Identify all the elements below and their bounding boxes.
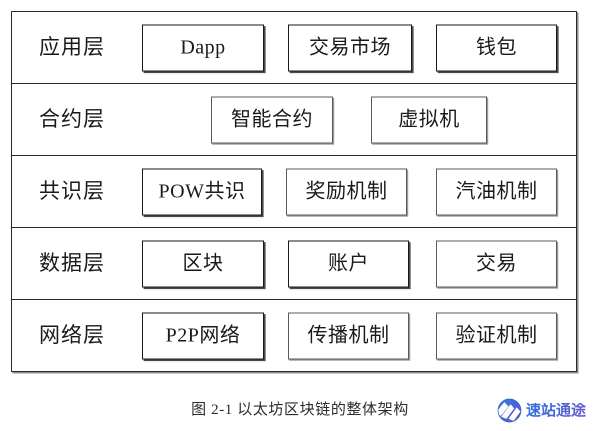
layer-modules-application: Dapp 交易市场 钱包 — [132, 12, 576, 83]
layer-modules-consensus: POW共识 奖励机制 汽油机制 — [132, 156, 576, 227]
module-box-propagation-mechanism[interactable]: 传播机制 — [288, 312, 409, 359]
module-box-verification-mechanism[interactable]: 验证机制 — [436, 312, 557, 359]
module-box-dapp[interactable]: Dapp — [142, 24, 264, 71]
watermark: 速站通途 — [497, 398, 586, 423]
layer-label-consensus: 共识层 — [39, 179, 105, 203]
module-box-p2p-network[interactable]: P2P网络 — [142, 312, 264, 359]
module-box-exchange-market[interactable]: 交易市场 — [288, 24, 412, 71]
module-box-reward-mechanism[interactable]: 奖励机制 — [286, 168, 407, 215]
architecture-diagram: 应用层 Dapp 交易市场 钱包 合约层 智能合约 虚拟机 共识层 POW共识 … — [11, 11, 577, 372]
module-box-wallet[interactable]: 钱包 — [436, 24, 557, 71]
wave-circle-logo-icon — [497, 398, 522, 423]
layer-label-network: 网络层 — [39, 323, 105, 347]
layer-row-network: 网络层 P2P网络 传播机制 验证机制 — [12, 300, 576, 371]
layer-row-contract: 合约层 智能合约 虚拟机 — [12, 84, 576, 156]
module-box-gas-mechanism[interactable]: 汽油机制 — [436, 168, 557, 215]
layer-row-data: 数据层 区块 账户 交易 — [12, 228, 576, 300]
watermark-text: 速站通途 — [526, 402, 587, 419]
module-box-pow-consensus[interactable]: POW共识 — [142, 168, 262, 215]
layer-row-application: 应用层 Dapp 交易市场 钱包 — [12, 12, 576, 84]
figure-caption: 图 2-1 以太坊区块链的整体架构 — [191, 402, 409, 418]
module-box-smart-contract[interactable]: 智能合约 — [211, 96, 333, 143]
module-box-transaction[interactable]: 交易 — [436, 240, 557, 287]
layer-modules-contract: 智能合约 虚拟机 — [132, 84, 576, 155]
module-box-block[interactable]: 区块 — [142, 240, 264, 287]
layer-modules-network: P2P网络 传播机制 验证机制 — [132, 300, 576, 371]
layer-label-application: 应用层 — [39, 35, 105, 59]
layer-modules-data: 区块 账户 交易 — [132, 228, 576, 299]
layer-label-contract: 合约层 — [39, 107, 105, 131]
module-box-virtual-machine[interactable]: 虚拟机 — [371, 96, 487, 143]
layer-row-consensus: 共识层 POW共识 奖励机制 汽油机制 — [12, 156, 576, 228]
layer-label-data: 数据层 — [39, 251, 105, 275]
module-box-account[interactable]: 账户 — [288, 240, 409, 287]
